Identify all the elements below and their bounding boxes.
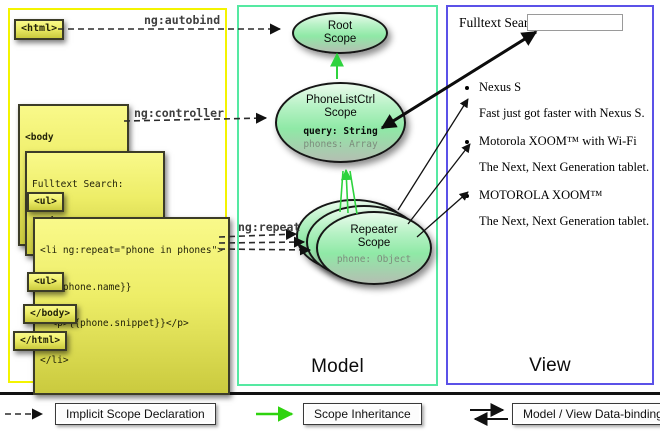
phone-desc: Fast just got faster with Nexus S. [479, 106, 645, 120]
code-line: Fulltext Search: [32, 179, 124, 191]
root-scope-title: Scope [323, 33, 357, 46]
scope-prop-phone: phone: Object [336, 254, 412, 266]
root-scope-title: Root [327, 20, 353, 32]
ng-controller-label: ng:controller [134, 106, 225, 120]
view-column-label: View [529, 355, 571, 376]
phone-title: Motorola XOOM™ with Wi-Fi [479, 134, 637, 148]
view-search-input[interactable] [527, 14, 623, 31]
code-box-body-close: </body> [23, 304, 78, 325]
phone-desc: The Next, Next Generation tablet. [479, 214, 650, 228]
code-line: </li> [40, 354, 69, 366]
repeater-scope-title: Repeater [350, 224, 398, 236]
code-line: {{phone.name}} [40, 281, 132, 293]
code-box-html-open: <html> [14, 19, 65, 40]
scope-prop-phones: phones: Array [303, 138, 378, 150]
code-line: <li ng:repeat="phone in phones"> [40, 245, 224, 257]
view-phone-list: Nexus S Fast just got faster with Nexus … [462, 80, 660, 242]
legend-separator-line [0, 392, 660, 395]
phonelistctrl-scope-title: PhoneListCtrl [305, 94, 376, 106]
phone-title: Nexus S [479, 80, 522, 94]
phonelistctrl-scope-title: Scope [324, 107, 357, 120]
list-item: Motorola XOOM™ with Wi-Fi The Next, Next… [479, 134, 660, 175]
ng-autobind-label: ng:autobind [144, 13, 221, 27]
list-item: Nexus S Fast just got faster with Nexus … [479, 80, 660, 121]
model-column: Model [237, 5, 438, 386]
repeater-scope-title: Scope [357, 237, 391, 250]
model-column-label: Model [311, 356, 364, 377]
view-search-label: Fulltext Search: [459, 15, 545, 30]
code-line: <body [25, 132, 54, 144]
repeater-scope-ellipse: Repeater Scope phone: Object [316, 211, 432, 285]
legend-model-view-databinding: Model / View Data-binding [512, 403, 660, 425]
phone-desc: The Next, Next Generation tablet. [479, 160, 650, 174]
phone-title: MOTOROLA XOOM™ [479, 188, 603, 202]
scope-prop-query: query: String [303, 126, 378, 138]
code-box-html-close: </html> [13, 331, 68, 352]
code-box-ul-close: <ul> [27, 272, 64, 293]
root-scope-ellipse: Root Scope [292, 12, 388, 54]
legend-implicit-scope: Implicit Scope Declaration [55, 403, 216, 425]
phonelistctrl-scope-ellipse: PhoneListCtrl Scope query: String phones… [275, 82, 406, 163]
code-box-ul-open: <ul> [27, 192, 64, 213]
ng-repeat-label: ng:repeat [238, 220, 301, 234]
code-line: <p>{{phone.snippet}}</p> [40, 318, 189, 330]
legend-scope-inheritance: Scope Inheritance [303, 403, 422, 425]
list-item: MOTOROLA XOOM™ The Next, Next Generation… [479, 188, 660, 229]
